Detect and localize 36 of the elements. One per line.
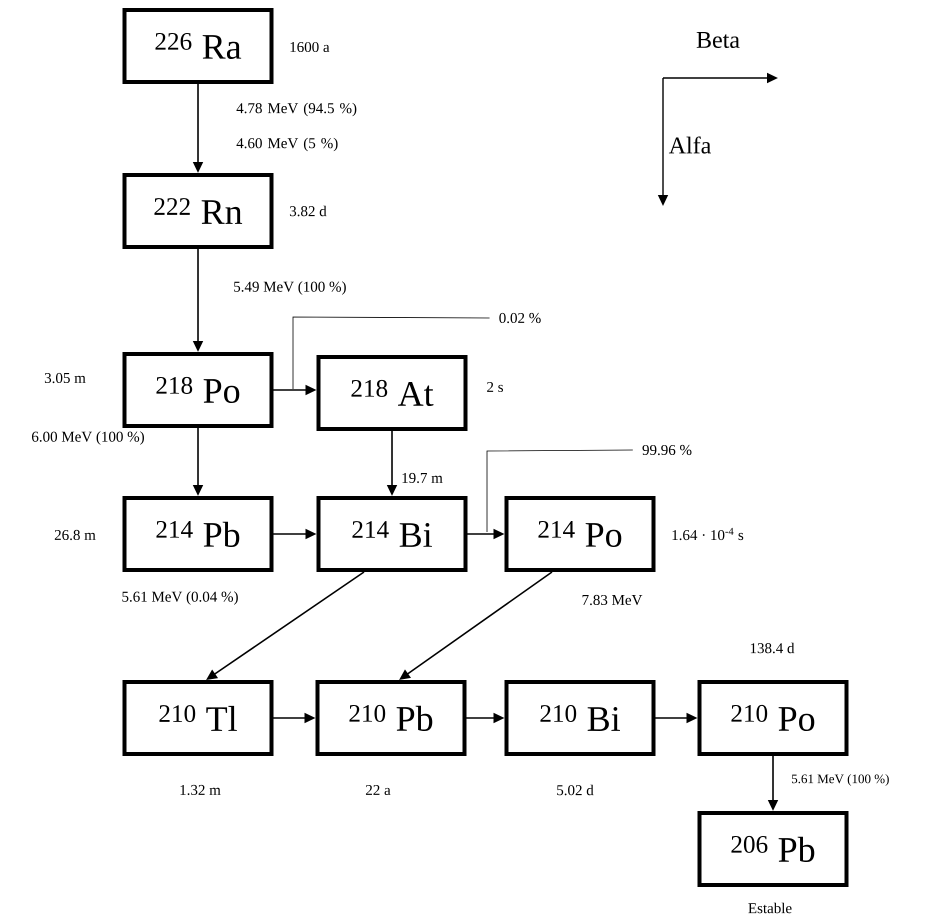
edge-label: 5.49 MeV (100 %) [232, 280, 348, 296]
leader-line [486, 450, 634, 532]
half-life-label: 1.32 m [180, 784, 221, 796]
edge-label: 4.78 MeV (94.5 %) 4.60 MeV (5 %) [235, 102, 372, 152]
edge-label: 6.00 MeV (100 %) [30, 430, 146, 446]
half-life-label: 3.82 d [290, 206, 327, 216]
isotope-box: $^{218}$ Po [122, 352, 274, 428]
half-life-label: 2 s [487, 382, 503, 392]
isotope-box: $^{210}$ Po [698, 680, 848, 756]
half-life-label: 26.8 m [54, 530, 96, 540]
half-life-label: 19.7 m [402, 472, 443, 484]
half-life-label: Estable [748, 902, 792, 914]
direction-label: Beta [696, 32, 740, 48]
leader-line [292, 316, 490, 390]
isotope-box: $^{206}$ Pb [698, 811, 848, 887]
half-life-label: 5.02 d [557, 784, 594, 796]
percentage-label: 99.96 % [642, 444, 692, 456]
direction-label: Alfa [668, 136, 711, 154]
half-life-label: 3.05 m [44, 372, 86, 384]
isotope-box: $^{222}$ Rn [122, 173, 274, 249]
edge-label: 7.83 MeV [580, 594, 644, 606]
isotope-box: $^{214}$ Pb [122, 496, 274, 572]
edge-label: 5.61 MeV (100 %) [790, 773, 890, 787]
isotope-box: $^{210}$ Bi [504, 680, 656, 756]
half-life-label: 1.64 · 10$^{-4}$ s [672, 528, 744, 540]
half-life-label: 1600 a [290, 42, 330, 52]
isotope-box: $^{210}$ Pb [316, 680, 466, 756]
isotope-box: $^{214}$ Bi [316, 496, 468, 572]
isotope-box: $^{214}$ Po [504, 496, 656, 572]
isotope-box: $^{210}$ Tl [122, 680, 274, 756]
isotope-box: $^{226}$ Ra [122, 8, 274, 84]
percentage-label: 0.02 % [499, 312, 541, 324]
isotope-box: $^{218}$ At [316, 355, 468, 431]
half-life-label: 22 a [366, 784, 390, 796]
half-life-label: 138.4 d [750, 642, 794, 654]
edge-label: 5.61 MeV (0.04 %) [120, 590, 240, 606]
